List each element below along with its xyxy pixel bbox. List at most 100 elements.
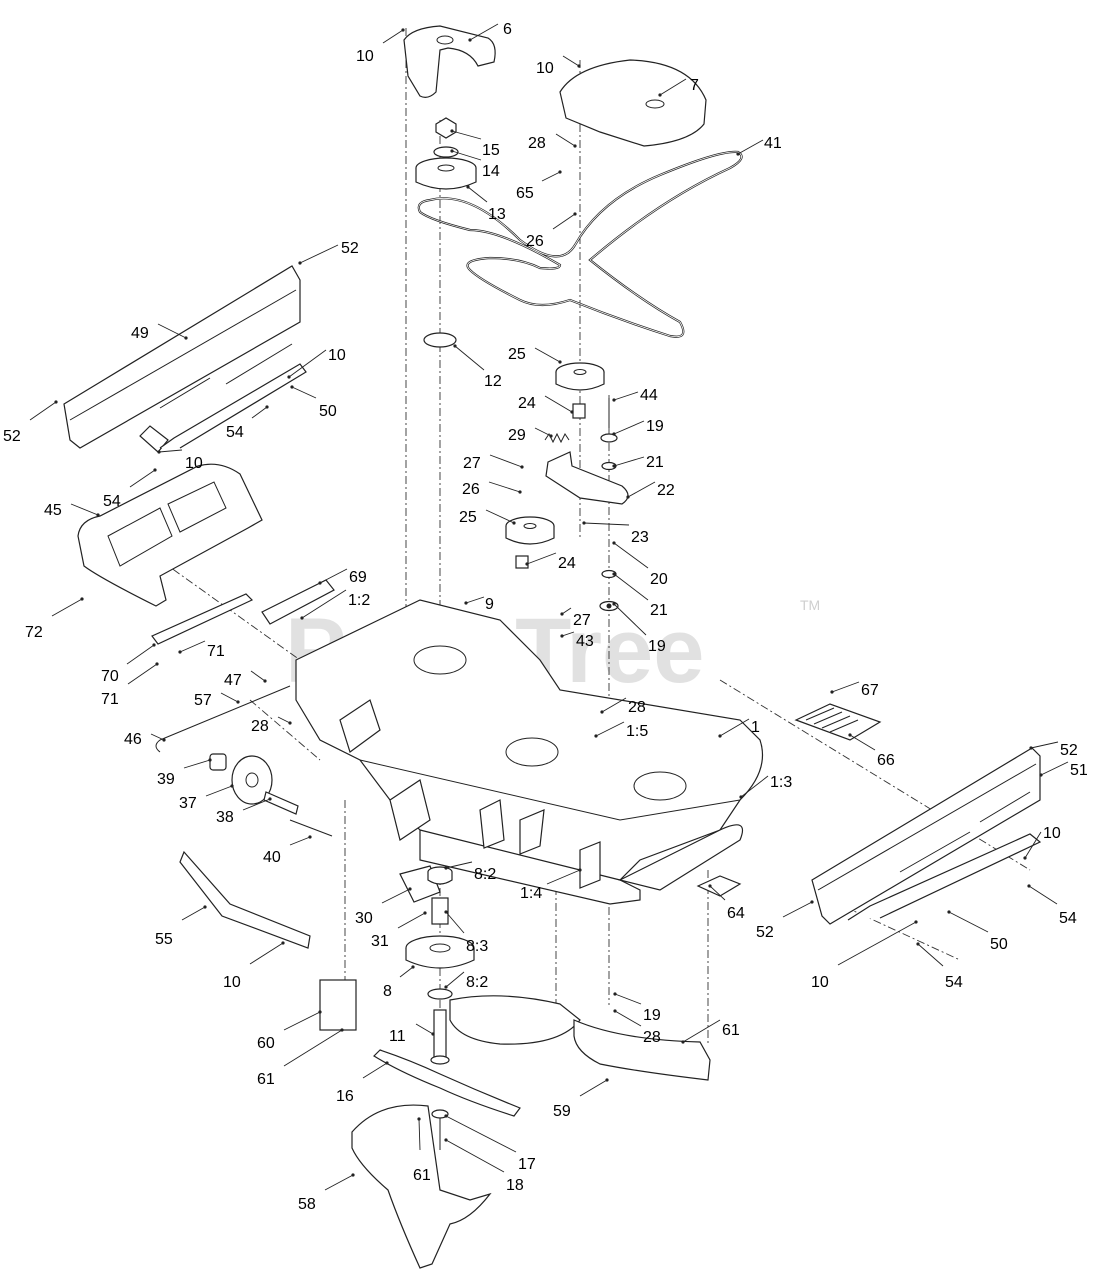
callout-c37: 37 [179, 795, 197, 812]
callout-c1-5: 1:5 [626, 723, 648, 740]
leader-c71a [179, 640, 206, 653]
leader-end-c54a [265, 405, 269, 409]
leader-end-c19c [613, 992, 617, 996]
leader-end-c27a [520, 465, 524, 469]
leader-c21b [613, 573, 649, 601]
callout-c10f: 10 [223, 974, 241, 991]
leader-end-c10b [577, 64, 581, 68]
leader-end-c52d [810, 900, 814, 904]
leader-c10a [382, 29, 404, 44]
callout-c28c: 28 [251, 718, 269, 735]
leader-c54a [251, 406, 268, 419]
leader-end-c14 [450, 149, 454, 153]
leader-c54c [1028, 885, 1058, 905]
callout-c50b: 50 [990, 936, 1008, 953]
callout-c1-2: 1:2 [348, 592, 370, 609]
leader-c41 [737, 139, 764, 155]
callout-c61c: 61 [413, 1167, 431, 1184]
callout-c8-2a: 8:2 [474, 866, 496, 883]
side-baffle-right [811, 747, 1042, 925]
leader-c15 [451, 130, 482, 140]
callout-c41: 41 [764, 135, 782, 152]
callout-c60: 60 [257, 1035, 275, 1052]
callout-c38: 38 [216, 809, 234, 826]
support-bar [151, 593, 254, 645]
leader-end-c25b [512, 521, 516, 525]
leader-end-c43 [560, 634, 564, 638]
leader-c10f [249, 942, 284, 965]
leader-c47 [250, 670, 266, 682]
leader-c50a [291, 386, 317, 399]
leader-c28c [277, 716, 291, 724]
leader-c20 [613, 542, 649, 569]
leader-end-c52c [1029, 746, 1033, 750]
callout-c52c: 52 [1060, 742, 1078, 759]
leader-c23 [583, 522, 630, 526]
callout-c50a: 50 [319, 403, 337, 420]
leader-end-c39 [208, 758, 212, 762]
callout-c27a: 27 [463, 455, 481, 472]
leader-end-c52a [298, 261, 302, 265]
leader-end-c1-4 [578, 868, 582, 872]
leader-end-c1 [718, 734, 722, 738]
leader-end-c24a [570, 410, 574, 414]
leader-c37 [205, 785, 233, 797]
leader-c10c [288, 349, 327, 378]
leader-c71b [127, 663, 158, 685]
blade-baffle-right [573, 1019, 711, 1081]
leader-c51 [1040, 761, 1069, 776]
callout-c1-4: 1:4 [520, 885, 542, 902]
callout-c28b: 28 [628, 699, 646, 716]
callout-c19c: 19 [643, 1007, 661, 1024]
leader-c54b [129, 469, 156, 488]
leader-c14 [451, 150, 482, 161]
callout-c58: 58 [298, 1196, 316, 1213]
leader-c61b [283, 1029, 343, 1067]
callout-c54b: 54 [103, 493, 121, 510]
leader-c30 [381, 888, 411, 904]
callout-c26b: 26 [462, 481, 480, 498]
callout-c17: 17 [518, 1156, 536, 1173]
callout-c70: 70 [101, 668, 119, 685]
deck-strip [696, 875, 742, 897]
leader-c25a [534, 347, 561, 363]
leader-c19a [613, 420, 645, 435]
leader-c28d [614, 1010, 642, 1027]
callout-c64: 64 [727, 905, 745, 922]
callout-c12: 12 [484, 373, 502, 390]
callout-c18: 18 [506, 1177, 524, 1194]
leader-end-c10f [281, 941, 285, 945]
leader-c1-4 [546, 869, 581, 885]
leader-c1-3 [740, 775, 769, 798]
callout-c24b: 24 [558, 555, 576, 572]
leader-end-c31 [423, 911, 427, 915]
callout-c71a: 71 [207, 643, 225, 660]
leader-end-c9 [464, 601, 468, 605]
leader-c50b [948, 911, 989, 933]
leader-end-c1-2 [300, 616, 304, 620]
callout-c19b: 19 [648, 638, 666, 655]
callout-c1-3: 1:3 [770, 774, 792, 791]
leader-end-c57 [236, 700, 240, 704]
callout-c8-3: 8:3 [466, 938, 488, 955]
leader-end-c71a [178, 650, 182, 654]
callout-c49: 49 [131, 325, 149, 342]
callout-c7: 7 [690, 77, 699, 94]
leader-end-c51 [1039, 773, 1043, 777]
leader-c52b [29, 401, 57, 421]
deflector-strip [179, 850, 311, 949]
leader-c61a [682, 1019, 721, 1043]
leader-end-c61c [417, 1117, 421, 1121]
leader-c19c [614, 993, 642, 1005]
leader-end-c24b [525, 562, 529, 566]
callout-c52b: 52 [3, 428, 21, 445]
leader-end-c8 [411, 965, 415, 969]
leader-end-c25a [558, 360, 562, 364]
leader-c65 [541, 171, 561, 182]
callout-c71b: 71 [101, 691, 119, 708]
leader-c10d [158, 449, 183, 453]
front-cover [77, 463, 263, 607]
idler-pulley-lower [505, 516, 555, 569]
leader-end-c55 [203, 905, 207, 909]
callout-c16: 16 [336, 1088, 354, 1105]
